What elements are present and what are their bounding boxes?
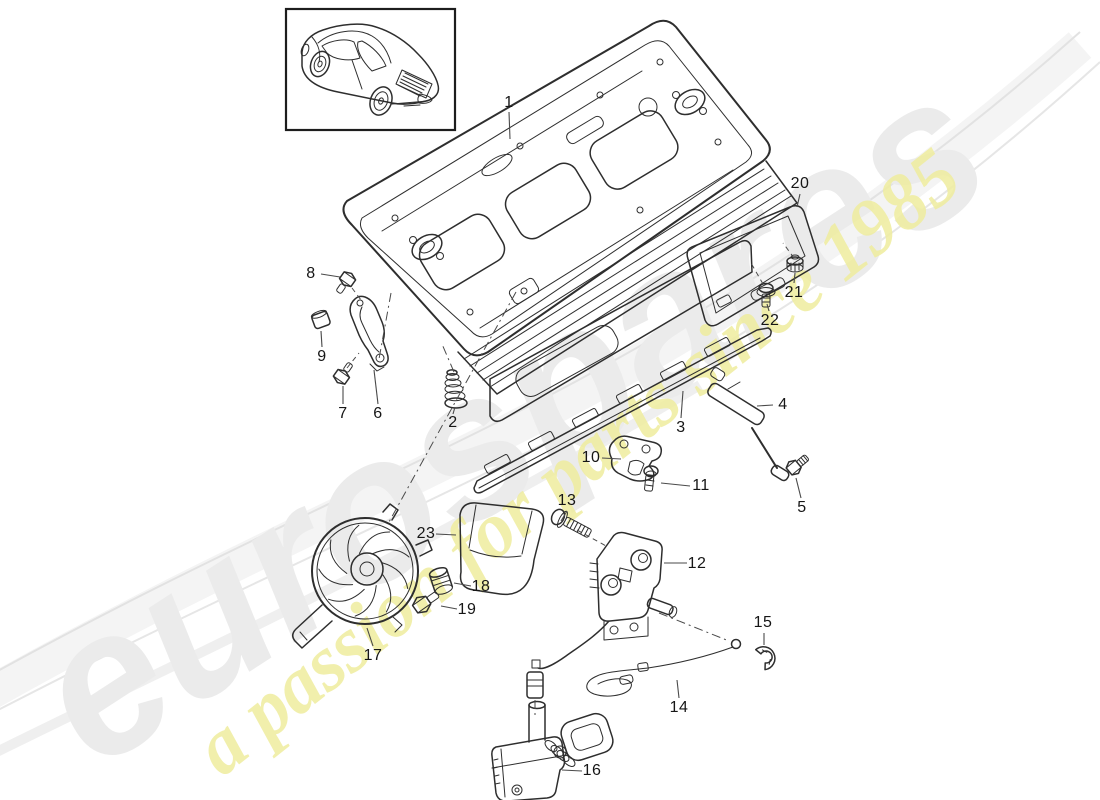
part-label-1[interactable]: 1 <box>504 94 514 111</box>
cap-9-drawing <box>310 309 331 330</box>
lock-cylinder-drawing <box>491 700 614 800</box>
release-cable-drawing <box>586 638 742 697</box>
part-label-11[interactable]: 11 <box>692 477 710 494</box>
latch-bracket-drawing <box>608 435 663 482</box>
lock-drawing <box>589 531 678 641</box>
part-label-15[interactable]: 15 <box>753 614 773 631</box>
strut-bolt-drawing <box>785 454 809 476</box>
part-label-13[interactable]: 13 <box>557 492 577 509</box>
part-label-20[interactable]: 20 <box>790 175 810 192</box>
part-label-23[interactable]: 23 <box>416 525 436 542</box>
part-label-6[interactable]: 6 <box>373 405 383 422</box>
construction-lines <box>346 242 795 719</box>
grommet-18-drawing <box>428 566 454 595</box>
valance-trim-drawing <box>489 239 753 423</box>
part-label-9[interactable]: 9 <box>317 348 327 365</box>
leader-lines <box>320 111 802 772</box>
bolt-8-drawing <box>336 271 357 294</box>
part-label-12[interactable]: 12 <box>687 555 707 572</box>
screw-11-drawing <box>643 465 659 492</box>
lower-panel-drawing <box>686 205 820 327</box>
fan-drawing <box>292 503 433 649</box>
car-thumbnail <box>284 7 457 132</box>
e-clip-drawing <box>754 646 776 671</box>
slotted-strip-drawing <box>473 327 772 494</box>
gas-strut-drawing <box>707 367 790 482</box>
part-label-22[interactable]: 22 <box>760 312 780 329</box>
duct-drawing <box>459 502 545 596</box>
part-label-2[interactable]: 2 <box>448 414 458 431</box>
part-label-4[interactable]: 4 <box>778 396 788 413</box>
rear-lid-drawing <box>342 19 798 395</box>
screw-13-drawing <box>550 508 592 538</box>
part-label-10[interactable]: 10 <box>581 449 601 466</box>
bolt-7-drawing <box>332 362 353 385</box>
part-label-19[interactable]: 19 <box>457 601 477 618</box>
part-label-14[interactable]: 14 <box>669 699 689 716</box>
part-label-5[interactable]: 5 <box>797 499 807 516</box>
part-label-7[interactable]: 7 <box>338 405 348 422</box>
part-label-16[interactable]: 16 <box>582 762 602 779</box>
bolt-19-drawing <box>411 591 440 614</box>
buffer-drawing <box>444 369 468 409</box>
switch-wire-drawing <box>526 620 610 699</box>
nut-21-drawing <box>786 254 804 273</box>
screw-22-drawing <box>756 282 776 308</box>
hinge-bracket-drawing <box>349 295 389 372</box>
part-label-21[interactable]: 21 <box>784 284 804 301</box>
part-label-17[interactable]: 17 <box>363 647 383 664</box>
part-label-18[interactable]: 18 <box>471 578 491 595</box>
part-label-8[interactable]: 8 <box>306 265 316 282</box>
part-label-3[interactable]: 3 <box>676 419 686 436</box>
